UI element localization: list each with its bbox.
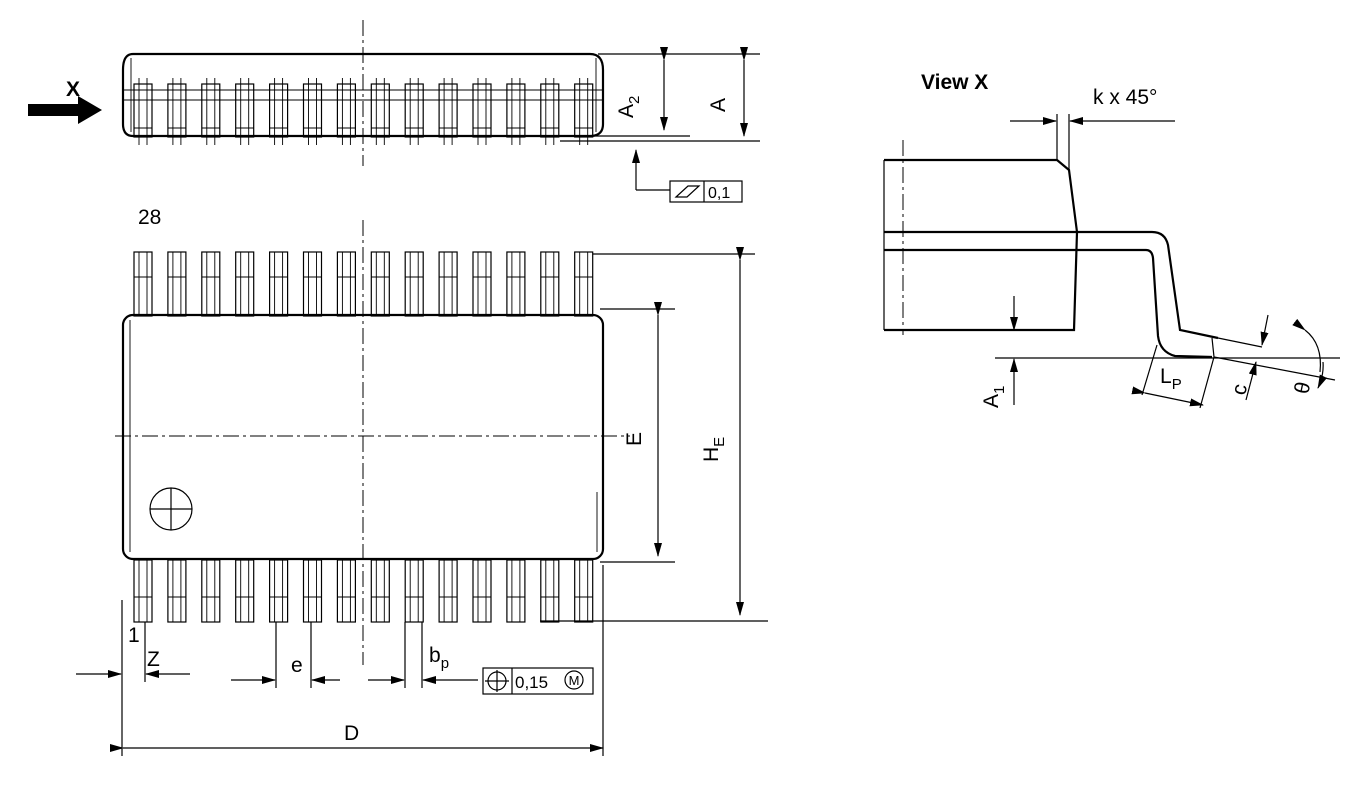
- detail-body-outline: [884, 158, 1079, 332]
- side-lead: [438, 78, 458, 145]
- position-tolerance-frame: [482, 667, 594, 695]
- dim-he-label: HE: [700, 437, 728, 462]
- upper-lead: [540, 251, 560, 317]
- lower-lead: [472, 559, 492, 623]
- side-lead: [336, 78, 356, 145]
- upper-lead: [472, 251, 492, 317]
- upper-lead: [438, 251, 458, 317]
- dim-a2-label: A2: [615, 96, 643, 118]
- lower-lead: [506, 559, 526, 623]
- lower-lead: [167, 559, 187, 623]
- dim-a1-label: A1: [980, 386, 1008, 408]
- position-tolerance-value: 0,15: [515, 673, 548, 692]
- upper-lead: [201, 251, 221, 317]
- dim-lp-label: LP: [1160, 365, 1182, 393]
- upper-lead: [167, 251, 187, 317]
- dim-theta-label: θ: [1290, 380, 1315, 396]
- side-lead: [133, 78, 153, 145]
- lower-lead: [235, 559, 255, 623]
- pin-28-label: 28: [138, 206, 161, 229]
- lower-lead: [438, 559, 458, 623]
- dim-d-label: D: [344, 722, 359, 745]
- side-lead: [235, 78, 255, 145]
- upper-lead: [336, 251, 356, 317]
- dim-lp-line: [1131, 386, 1204, 407]
- mmc-label: M: [569, 673, 580, 688]
- dim-bp-label: bp: [429, 644, 449, 672]
- lower-lead: [201, 559, 221, 623]
- upper-lead: [235, 251, 255, 317]
- pin-1-label: 1: [128, 624, 140, 647]
- dim-pitch-label: e: [291, 654, 303, 677]
- lower-lead: [540, 559, 560, 623]
- lower-lead: [336, 559, 356, 623]
- side-lead: [370, 78, 390, 145]
- side-lead: [472, 78, 492, 145]
- lower-lead: [302, 559, 323, 623]
- view-x-arrow: [28, 96, 102, 124]
- lower-lead: [269, 559, 289, 623]
- side-lead: [574, 78, 594, 145]
- side-view-leads: [133, 78, 594, 145]
- dim-a-label: A: [707, 98, 730, 112]
- dim-theta-arc: [1292, 318, 1322, 373]
- flatness-value: 0,1: [708, 185, 730, 202]
- side-lead: [302, 78, 323, 145]
- side-lead: [201, 78, 221, 145]
- lower-lead: [133, 559, 153, 623]
- lower-lead: [404, 559, 424, 623]
- dim-c-line: [1260, 314, 1269, 346]
- lower-lead: [574, 559, 594, 623]
- detail-lead: [884, 230, 1219, 340]
- side-lead: [540, 78, 560, 145]
- flatness-icon: [674, 185, 701, 198]
- detail-view: View X k x 45° A1 LP c: [883, 71, 1340, 409]
- upper-lead: [574, 251, 594, 317]
- upper-lead: [370, 251, 390, 317]
- dim-c-label: c: [1227, 382, 1252, 397]
- upper-lead: [133, 251, 153, 317]
- side-lead: [506, 78, 526, 145]
- view-marker-label: X: [66, 78, 80, 101]
- upper-lead: [269, 251, 289, 317]
- upper-lead: [404, 251, 424, 317]
- top-view: 28 1 E HE Z e bp 0,15: [76, 206, 768, 756]
- side-lead: [269, 78, 289, 145]
- side-view: X A2 A 0,1: [28, 20, 760, 203]
- dim-z-label: Z: [147, 648, 160, 671]
- upper-lead: [302, 251, 323, 317]
- side-lead: [404, 78, 424, 145]
- side-lead: [167, 78, 187, 145]
- chamfer-label: k x 45°: [1093, 86, 1157, 109]
- flatness-frame: [669, 180, 743, 203]
- mmc-icon: [564, 670, 584, 690]
- lower-lead: [370, 559, 390, 623]
- detail-view-title: View X: [921, 71, 988, 94]
- upper-lead: [506, 251, 526, 317]
- dim-e-body-label: E: [623, 432, 646, 446]
